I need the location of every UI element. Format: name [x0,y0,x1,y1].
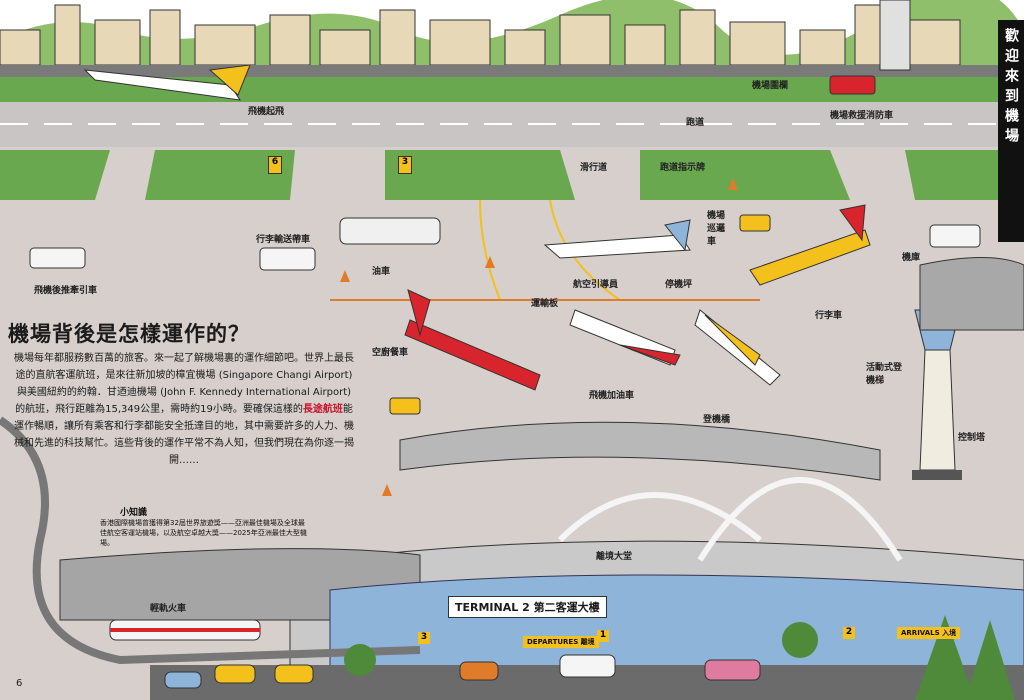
intro-paragraph: 機場每年都服務數百萬的旅客。來一起了解機場裏的運作細節吧。世界上最長途的直航客運… [14,350,354,469]
runway-sign-6: 6 [268,156,282,174]
label-taxi-sign: 跑道指示牌 [660,163,706,173]
town-skyline [0,4,961,66]
intro-text-1: 機場每年都服務數百萬的旅客。來一起了解機場裏的運作細節吧。世界上最長途的直航客運… [14,353,354,415]
parked-plane-yellow-2 [694,309,781,386]
label-refuel: 飛機加油車 [589,391,635,401]
section-title-text: 歡迎來到機場 [1003,28,1019,148]
terminal-sign-text: TERMINAL 2 第二客運大樓 [455,601,600,614]
label-bridge: 登機橋 [703,415,731,425]
label-pallet: 運輸板 [531,299,559,309]
label-fuel-truck: 油車 [372,267,391,277]
label-catering: 空廚餐車 [372,348,409,358]
terminal-arch [557,477,903,562]
label-fire-truck: 機場救援消防車 [830,111,894,121]
label-takeoff: 飛機起飛 [248,107,285,117]
page-title: 機場背後是怎樣運作的？ [8,322,250,346]
parked-plane-blue [543,219,691,259]
sign-number-3a: 3 [418,632,430,644]
label-taxiway: 滑行道 [580,163,608,173]
departures-sign-text: DEPARTURES 離境 [527,638,595,646]
label-light-rail: 輕軌火車 [150,604,187,614]
parked-plane-red-1 [404,289,541,391]
label-tug: 飛機後推牽引車 [34,286,98,296]
label-fence: 機場圍欄 [752,81,789,91]
sign-number-3b: 3 [398,156,412,174]
terminal-sign: TERMINAL 2 第二客運大樓 [448,596,607,618]
parked-plane-yellow [749,204,871,286]
intro-highlight: 長途航班 [302,404,343,415]
label-belt-truck: 行李輸送帶車 [256,235,311,245]
label-stairs: 活動式登機梯 [866,363,903,386]
arrivals-sign: ARRIVALS 入境 [897,627,961,639]
label-baggage-cart: 行李車 [815,311,843,321]
label-marshaller: 航空引導員 [573,280,619,290]
grass-patches [0,150,1000,200]
arrivals-sign-text: ARRIVALS 入境 [901,629,957,637]
sign-number-2: 2 [843,627,855,639]
sign-number-1: 1 [597,630,609,642]
label-hangar: 機庫 [902,253,921,263]
label-tower: 控制塔 [958,433,986,443]
takeoff-plane [83,64,251,101]
section-title-vertical: 歡迎來到機場 [998,20,1024,242]
label-patrol: 機場巡邏車 [707,211,726,247]
label-departure-hall: 離境大堂 [596,552,633,562]
departures-sign: DEPARTURES 離境 [523,636,599,648]
note-text: 香港國際機場曾獲得第32屆世界旅遊獎——亞洲最佳機場及全球最佳航空客運站機場，以… [100,519,307,547]
page-number: 6 [16,678,23,689]
parked-plane-red-2 [569,309,681,366]
note-title: 小知識 [120,508,148,518]
label-runway: 跑道 [686,118,705,128]
intro-text-2: 能運作暢順，讓所有乘客和行李都能安全抵達目的地，其中需要許多的人力、機械和先進的… [14,404,354,466]
label-apron: 停機坪 [665,280,693,290]
